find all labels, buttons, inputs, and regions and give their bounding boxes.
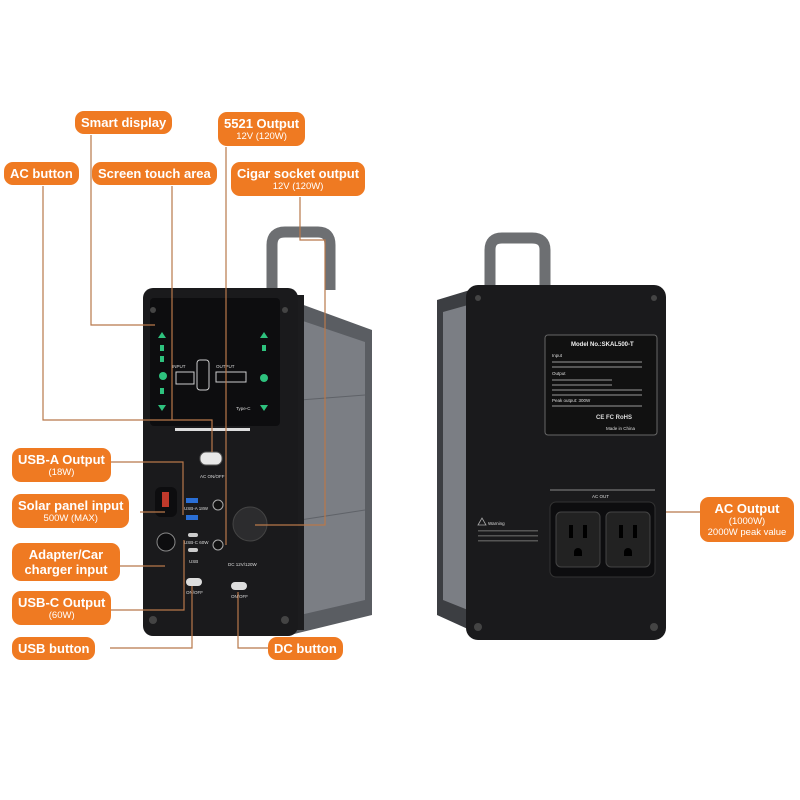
- usb-onoff-label: ON/OFF: [186, 590, 203, 595]
- ac-button[interactable]: [199, 451, 223, 466]
- display-input-label: INPUT: [172, 364, 186, 369]
- power-station-front-view: INPUT OUTPUT Type-C AC ON/OFF USB-A 18W …: [143, 226, 372, 636]
- warning-icon: [477, 517, 487, 526]
- callout-title: AC Output: [714, 501, 780, 516]
- callout-title: 5521 Output: [224, 116, 300, 131]
- callout-dc-button: DC button: [268, 637, 343, 660]
- callout-adapter-input: Adapter/Car charger input: [12, 543, 120, 581]
- callout-ac-output: AC Output(1000W)2000W peak value: [700, 497, 794, 542]
- warning-label: Warning: [488, 521, 505, 526]
- model-number: Model No.:SKAL500-T: [571, 342, 634, 348]
- callout-screen-touch-area: Screen touch area: [92, 162, 217, 185]
- usb-a-port: [186, 515, 198, 520]
- callout-title: USB-C Output: [18, 595, 106, 610]
- solar-input-port: [162, 492, 169, 507]
- ac-outlet: [555, 511, 601, 568]
- callout-title: Screen touch area: [98, 166, 211, 181]
- callout-title: Smart display: [81, 115, 167, 130]
- callout-sub: (1000W): [728, 516, 766, 527]
- dc-onoff-label: ON/OFF: [231, 594, 248, 599]
- callout-title: DC button: [274, 641, 337, 656]
- usb-c-port: [188, 533, 198, 537]
- callout-usb-a-output: USB-A Output(18W): [12, 448, 111, 482]
- callout-sub: (18W): [48, 467, 75, 478]
- dc-label: DC 12V/120W: [228, 562, 258, 567]
- callout-smart-display: Smart display: [75, 111, 173, 134]
- callout-title: Solar panel input: [18, 498, 124, 513]
- callout-title: AC button: [10, 166, 73, 181]
- dc5521-port: [212, 539, 224, 551]
- callout-usb-c-output: USB-C Output(60W): [12, 591, 112, 625]
- power-station-back-view: Model No.:SKAL500-T Input Output Peak ou…: [437, 232, 666, 640]
- ac-outlet: [605, 511, 651, 568]
- usb-c-port: [188, 548, 198, 552]
- callout-sub: 500W (MAX): [43, 513, 98, 524]
- callout-title: USB-A Output: [18, 452, 105, 467]
- usb-a-port: [186, 498, 198, 503]
- display-typec-label: Type-C: [236, 406, 251, 411]
- certification-marks: CE FC RoHS: [596, 415, 632, 421]
- usb-c-label: USB-C 60W: [184, 540, 209, 545]
- smart-display-screen: [150, 298, 280, 426]
- made-in: Made in China: [606, 426, 636, 431]
- handle: [484, 232, 551, 295]
- ac-out-label: AC OUT: [592, 494, 609, 499]
- spec-output: Output: [552, 371, 566, 376]
- dc5521-port: [212, 499, 224, 511]
- callout-title: Adapter/Car charger input: [24, 547, 108, 577]
- callout-title: Cigar socket output: [237, 166, 360, 181]
- spec-input: Input: [552, 353, 563, 358]
- callout-title: USB button: [18, 641, 90, 656]
- callout-sub: 2000W peak value: [707, 527, 787, 538]
- usb-button[interactable]: [186, 578, 202, 586]
- callout-sub: 12V (120W): [272, 181, 324, 192]
- spec-peak: Peak output: 300W: [552, 398, 591, 403]
- dc-button[interactable]: [231, 582, 247, 590]
- callout-sub: 12V (120W): [236, 131, 287, 142]
- callout-usb-button: USB button: [12, 637, 96, 660]
- usb-label: USB: [189, 559, 198, 564]
- handle: [266, 226, 336, 290]
- callout-ac-button: AC button: [4, 162, 79, 185]
- cigar-socket: [232, 506, 268, 542]
- display-output-label: OUTPUT: [216, 364, 235, 369]
- adapter-input-port: [156, 532, 176, 552]
- ac-onoff-label: AC ON/OFF: [200, 474, 225, 479]
- usb-a-label: USB-A 18W: [184, 506, 209, 511]
- callout-sub: (60W): [48, 610, 75, 621]
